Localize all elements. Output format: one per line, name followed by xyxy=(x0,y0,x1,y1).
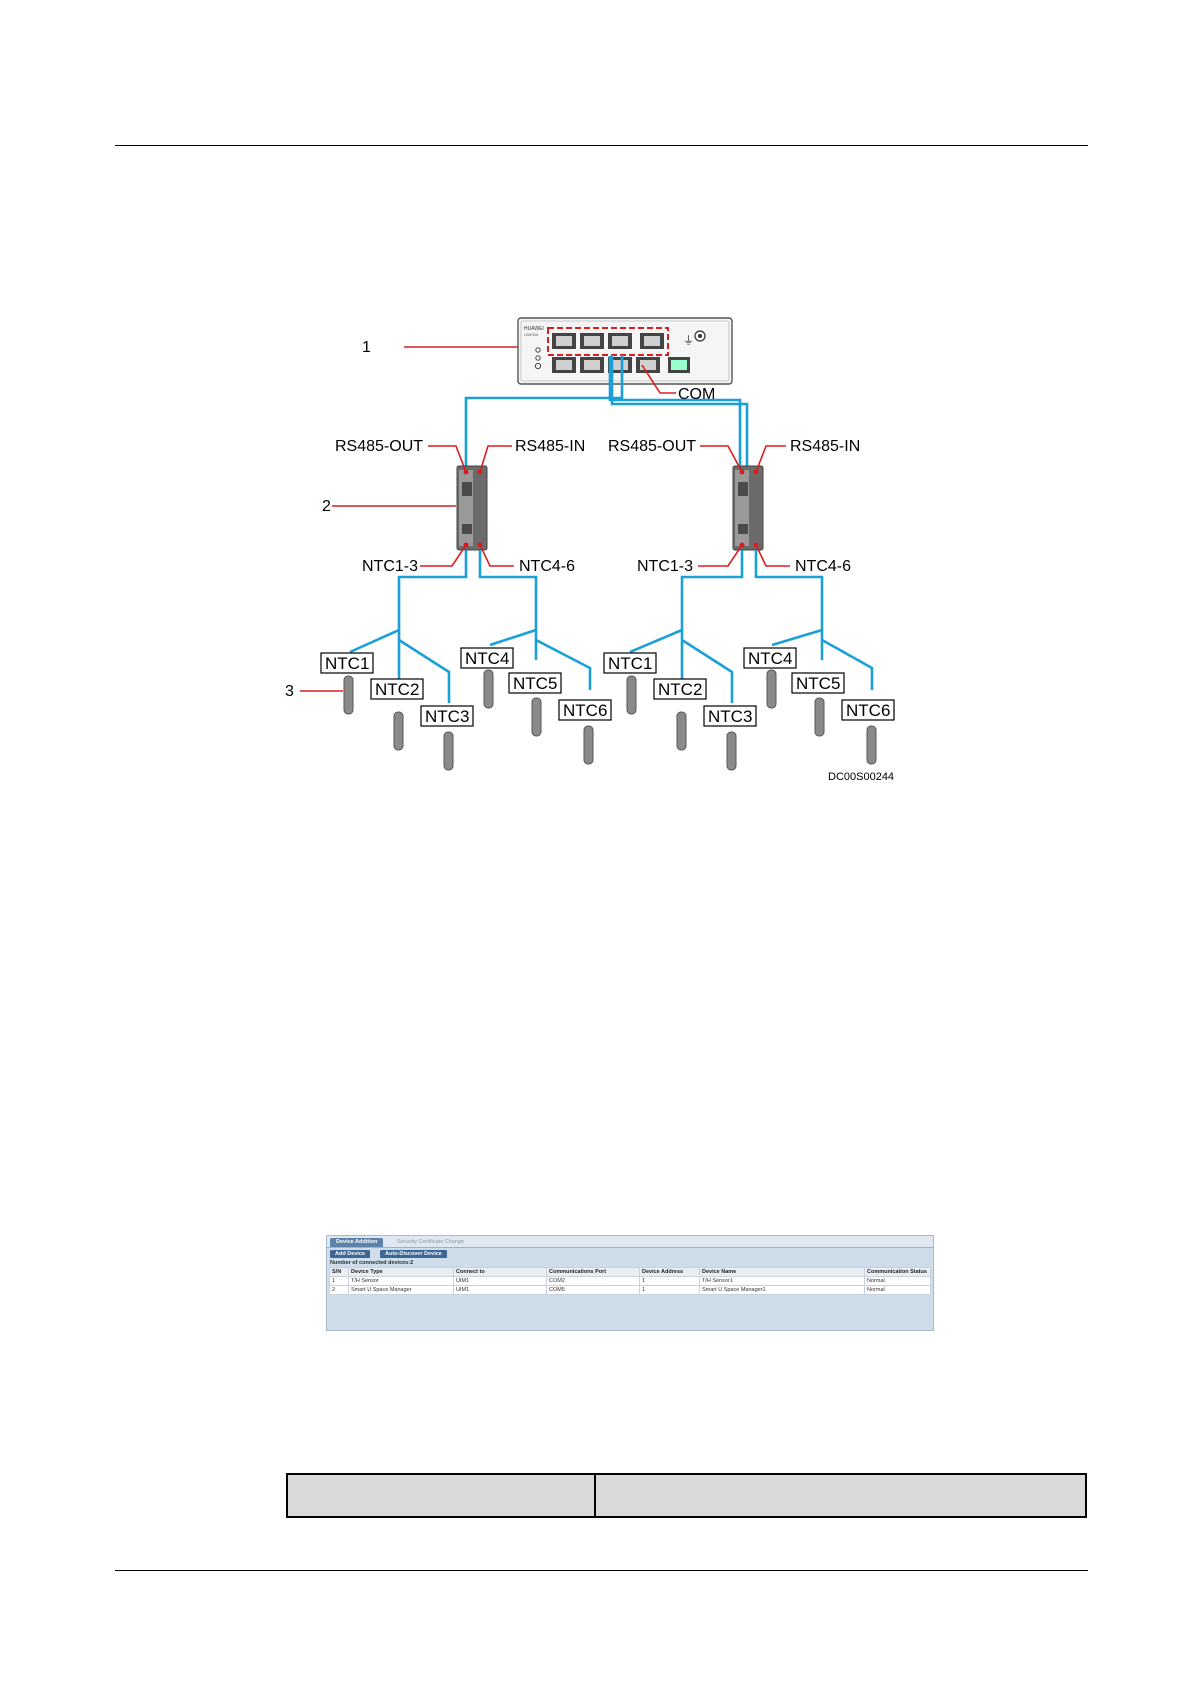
cell: Smart U Space Manager xyxy=(348,1285,454,1295)
tab-device-addition[interactable]: Device Addition xyxy=(330,1238,384,1247)
table-header-col1 xyxy=(286,1473,596,1518)
table-header-col2 xyxy=(594,1473,1087,1518)
right-ntc46-label: NTC4-6 xyxy=(795,558,851,575)
footer-rule xyxy=(115,1570,1088,1571)
cell: T/H Sensor1 xyxy=(699,1276,865,1286)
ntc-label-l5: NTC5 xyxy=(513,674,557,693)
header-rule xyxy=(115,145,1088,146)
collector-module-left xyxy=(456,465,488,551)
ntc-label-r1: NTC1 xyxy=(608,654,652,673)
cell: UIM1 xyxy=(453,1276,547,1286)
svg-text:HUAWEI: HUAWEI xyxy=(524,326,544,332)
cell: 1 xyxy=(639,1285,700,1295)
collector-module-right xyxy=(732,465,764,551)
right-ntc13-label: NTC1-3 xyxy=(637,558,693,575)
col-device-address: Device Address xyxy=(639,1267,700,1277)
col-sn: S/N xyxy=(329,1267,349,1277)
left-rs485-in-label: RS485-IN xyxy=(515,438,585,455)
col-device-type: Device Type xyxy=(348,1267,454,1277)
col-connect-to: Connect to xyxy=(453,1267,547,1277)
col-device-name: Device Name xyxy=(699,1267,865,1277)
ntc-label-r6: NTC6 xyxy=(846,701,890,720)
callout-2: 2 xyxy=(322,498,331,515)
ntc-label-r4: NTC4 xyxy=(748,649,792,668)
cell: Normal xyxy=(864,1276,931,1286)
ntc-label-l1: NTC1 xyxy=(325,654,369,673)
com-label: COM xyxy=(678,386,715,403)
connection-diagram: HUAWEI UIM05A ⏚ xyxy=(285,317,895,783)
ntc-label-l6: NTC6 xyxy=(563,701,607,720)
cell: COM2 xyxy=(546,1276,640,1286)
ntc-label-l3: NTC3 xyxy=(425,707,469,726)
ntc-label-r5: NTC5 xyxy=(796,674,840,693)
table-row[interactable]: 1 T/H Sensor UIM1 COM2 1 T/H Sensor1 Nor… xyxy=(329,1276,931,1286)
callout-3: 3 xyxy=(285,683,294,700)
callout-1: 1 xyxy=(362,339,371,356)
cell: 2 xyxy=(329,1285,349,1295)
device-count: Number of connected devices:2 xyxy=(330,1260,414,1266)
svg-text:⏚: ⏚ xyxy=(683,334,694,347)
ntc-label-r2: NTC2 xyxy=(658,680,702,699)
cell: Normal xyxy=(864,1285,931,1295)
cell: Smart U Space Manager1 xyxy=(699,1285,865,1295)
ntc-label-r3: NTC3 xyxy=(708,707,752,726)
controller-unit: HUAWEI UIM05A ⏚ xyxy=(517,317,733,385)
parameter-table-header xyxy=(286,1473,1087,1518)
auto-discover-button[interactable]: Auto-Discover Device xyxy=(380,1250,447,1258)
cell: UIM1 xyxy=(453,1285,547,1295)
col-comm-port: Communications Port xyxy=(546,1267,640,1277)
tab-security-certificate[interactable]: Security Certificate Change xyxy=(397,1239,464,1245)
device-addition-screenshot: Device Addition Security Certificate Cha… xyxy=(326,1235,934,1331)
cell: COM5 xyxy=(546,1285,640,1295)
svg-text:UIM05A: UIM05A xyxy=(524,332,539,337)
cell: 1 xyxy=(329,1276,349,1286)
ntc-probes xyxy=(343,669,877,771)
device-table: S/N Device Type Connect to Communication… xyxy=(329,1267,931,1295)
ntc-label-l4: NTC4 xyxy=(465,649,509,668)
figure-code: DC00S00244 xyxy=(828,771,894,783)
ntc-label-l2: NTC2 xyxy=(375,680,419,699)
tab-bar: Device Addition Security Certificate Cha… xyxy=(327,1236,933,1248)
right-rs485-out-label: RS485-OUT xyxy=(608,438,696,455)
left-rs485-out-label: RS485-OUT xyxy=(335,438,423,455)
cell: 1 xyxy=(639,1276,700,1286)
left-ntc13-label: NTC1-3 xyxy=(362,558,418,575)
col-comm-status: Communication Status xyxy=(864,1267,931,1277)
right-rs485-in-label: RS485-IN xyxy=(790,438,860,455)
cell: T/H Sensor xyxy=(348,1276,454,1286)
table-row[interactable]: 2 Smart U Space Manager UIM1 COM5 1 Smar… xyxy=(329,1285,931,1295)
left-ntc46-label: NTC4-6 xyxy=(519,558,575,575)
add-device-button[interactable]: Add Device xyxy=(330,1250,370,1258)
